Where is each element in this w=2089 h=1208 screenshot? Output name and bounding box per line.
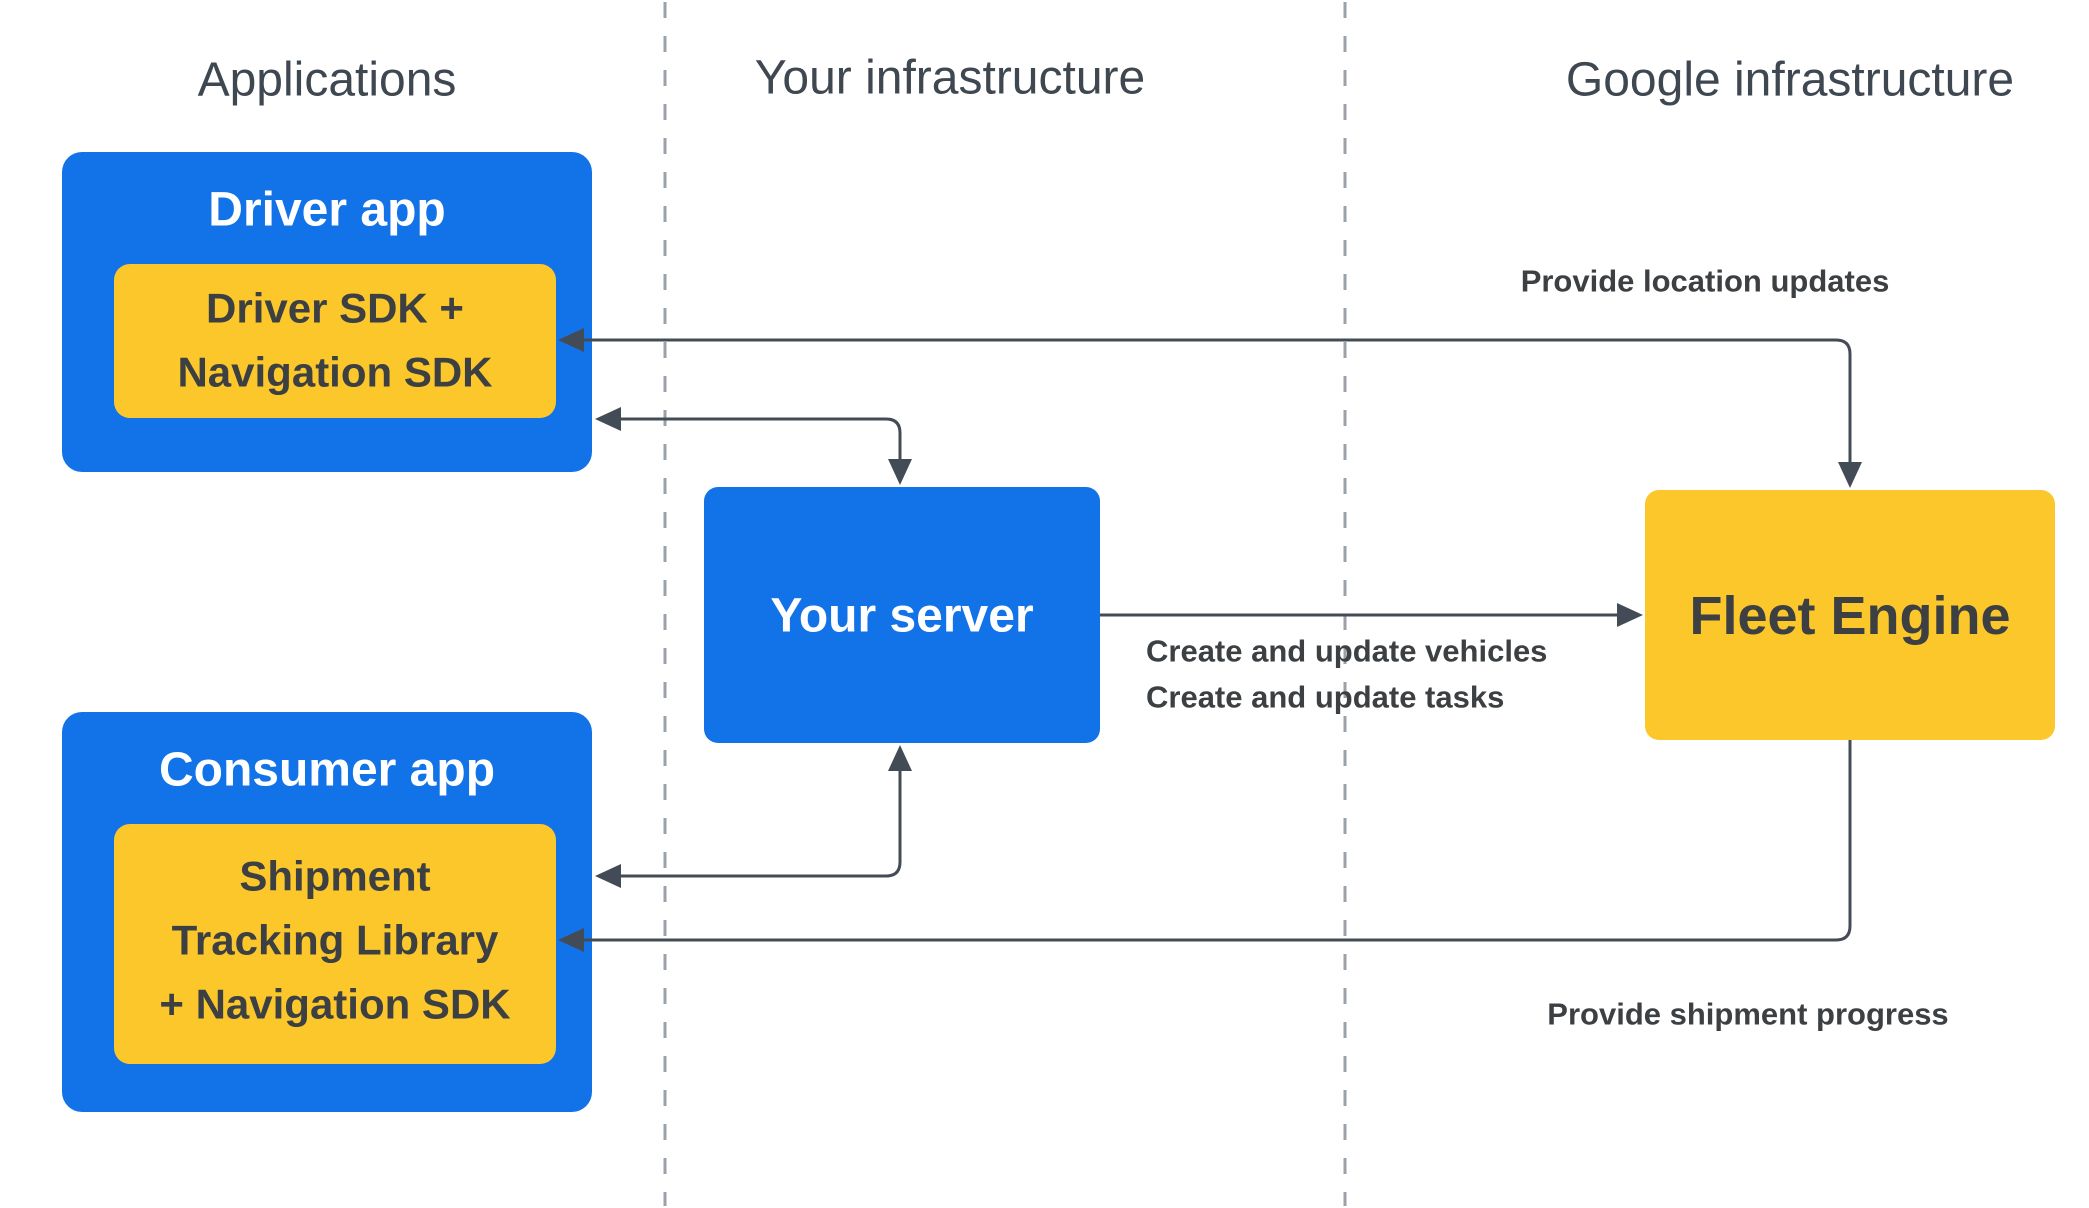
column-header-applications: Applications	[198, 54, 457, 107]
shipment-tracking-label-line3: + Navigation SDK	[159, 981, 510, 1028]
driver-sdk-box	[114, 264, 556, 418]
your-server-box	[704, 487, 1100, 743]
node-consumer-app: Consumer app Shipment Tracking Library +…	[62, 712, 592, 1112]
arrowhead-into-fleet-engine-left	[1617, 603, 1643, 627]
node-driver-app: Driver app Driver SDK + Navigation SDK	[62, 152, 592, 472]
shipment-tracking-library-box	[114, 824, 556, 1064]
edge-consumer-app-your-server-line	[621, 771, 902, 878]
driver-app-title: Driver app	[208, 184, 445, 237]
edge-shipment-progress-line	[584, 740, 1852, 942]
column-header-google-infrastructure: Google infrastructure	[1566, 54, 2014, 107]
column-header-your-infrastructure: Your infrastructure	[755, 52, 1145, 105]
consumer-app-title: Consumer app	[159, 744, 495, 797]
fleet-engine-box	[1645, 490, 2055, 740]
arrowhead-into-driver-sdk	[558, 328, 584, 352]
edge-location-updates: Provide location updates	[558, 264, 1890, 488]
edge-driver-app-your-server	[595, 407, 912, 485]
edge-consumer-app-your-server	[595, 745, 912, 888]
node-fleet-engine: Fleet Engine	[1645, 490, 2055, 740]
edge-label-create-update-tasks: Create and update tasks	[1146, 680, 1504, 715]
shipment-tracking-label-line2: Tracking Library	[172, 917, 499, 964]
arrowhead-into-consumer-app	[595, 864, 621, 888]
arrowhead-into-driver-app	[595, 407, 621, 431]
shipment-tracking-label-line1: Shipment	[239, 853, 430, 900]
edge-label-provide-shipment-progress: Provide shipment progress	[1547, 997, 1948, 1032]
driver-sdk-label-line1: Driver SDK +	[206, 285, 464, 332]
arrowhead-into-shipment-tracking-library	[558, 928, 584, 952]
node-your-server: Your server	[704, 487, 1100, 743]
arrowhead-into-your-server-top	[888, 459, 912, 485]
driver-sdk-label-line2: Navigation SDK	[177, 349, 492, 396]
arrowhead-into-fleet-engine-top	[1838, 462, 1862, 488]
edge-label-create-update-vehicles: Create and update vehicles	[1146, 634, 1547, 669]
edge-label-provide-location-updates: Provide location updates	[1521, 264, 1890, 299]
edge-shipment-progress: Provide shipment progress	[558, 740, 1949, 1032]
fleet-engine-title: Fleet Engine	[1689, 586, 2010, 646]
edge-server-to-fleet: Create and update vehicles Create and up…	[1100, 603, 1643, 715]
edge-location-updates-line	[582, 338, 1852, 462]
your-server-title: Your server	[770, 590, 1033, 643]
arrowhead-into-your-server-bottom	[888, 745, 912, 771]
edge-driver-app-your-server-line	[621, 417, 902, 461]
